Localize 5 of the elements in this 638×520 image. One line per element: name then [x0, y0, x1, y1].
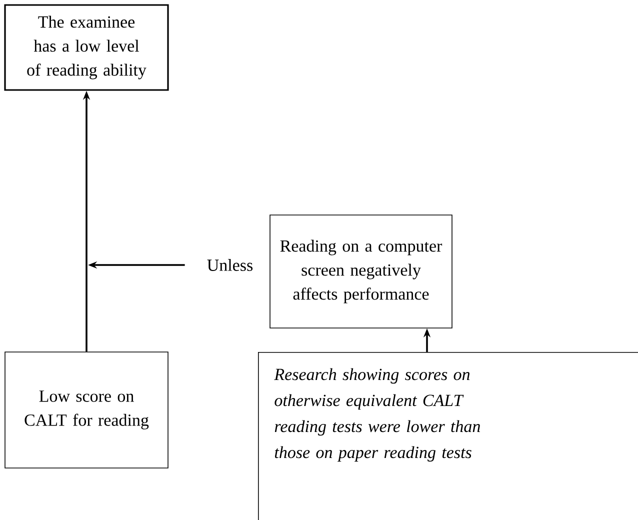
rebuttal-label: Unless	[207, 259, 253, 271]
data-box: Low score on CALT for reading	[4, 352, 168, 468]
rebuttal-box: Reading on a computer screen negatively affects performance	[270, 214, 452, 328]
claim-box: The examinee has a low level of reading ability	[4, 4, 169, 91]
backing-box: Research showing scores on otherwise equivalent CALT reading tests were lower than those on paper reading tests	[258, 352, 638, 520]
